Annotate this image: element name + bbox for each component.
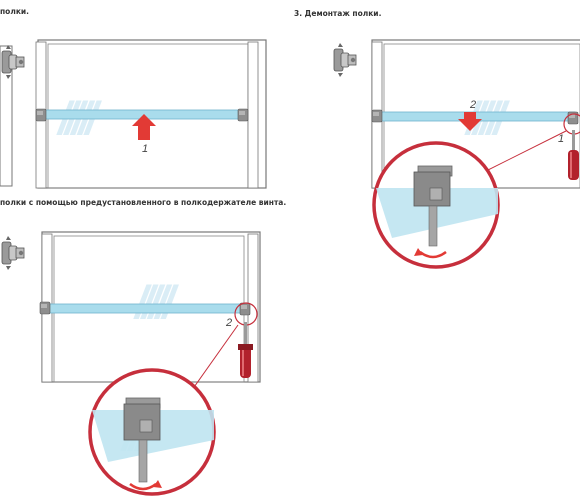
callout-detail — [376, 165, 498, 259]
shelf-support-icon — [239, 302, 251, 316]
hinge-icon — [333, 42, 357, 78]
step-number: 2 — [225, 317, 232, 329]
watermark-logo — [133, 276, 180, 328]
glass-shelf — [47, 303, 249, 314]
shelf-support-icon — [39, 301, 51, 315]
rotation-arrow-icon — [129, 482, 157, 491]
panel-step2: 2 //// — [1, 231, 261, 496]
screwdriver-icon — [568, 130, 579, 180]
screwdriver-icon — [238, 322, 253, 378]
shelf-support-icon — [237, 108, 249, 122]
up-arrow-icon — [132, 114, 156, 140]
step-number: 1 — [142, 143, 148, 155]
rotation-arrow-icon — [419, 250, 447, 259]
down-arrow-icon — [458, 112, 482, 131]
step3-caption: 3. Демонтаж полки. — [294, 9, 382, 18]
panel-step3: 2 1 — [333, 39, 580, 269]
shelf-support-icon — [371, 109, 383, 123]
step-number: 1 — [558, 133, 564, 145]
step-number: 2 — [469, 99, 476, 111]
hinge-icon — [1, 44, 25, 80]
step2-caption: полки с помощью предустановленного в пол… — [0, 198, 287, 207]
shelf-support-icon — [35, 108, 47, 122]
panel-step1: 1 — [0, 39, 267, 189]
callout-detail: //// — [92, 397, 214, 491]
step1-caption: полки. — [0, 7, 30, 16]
hinge-icon — [1, 235, 25, 271]
